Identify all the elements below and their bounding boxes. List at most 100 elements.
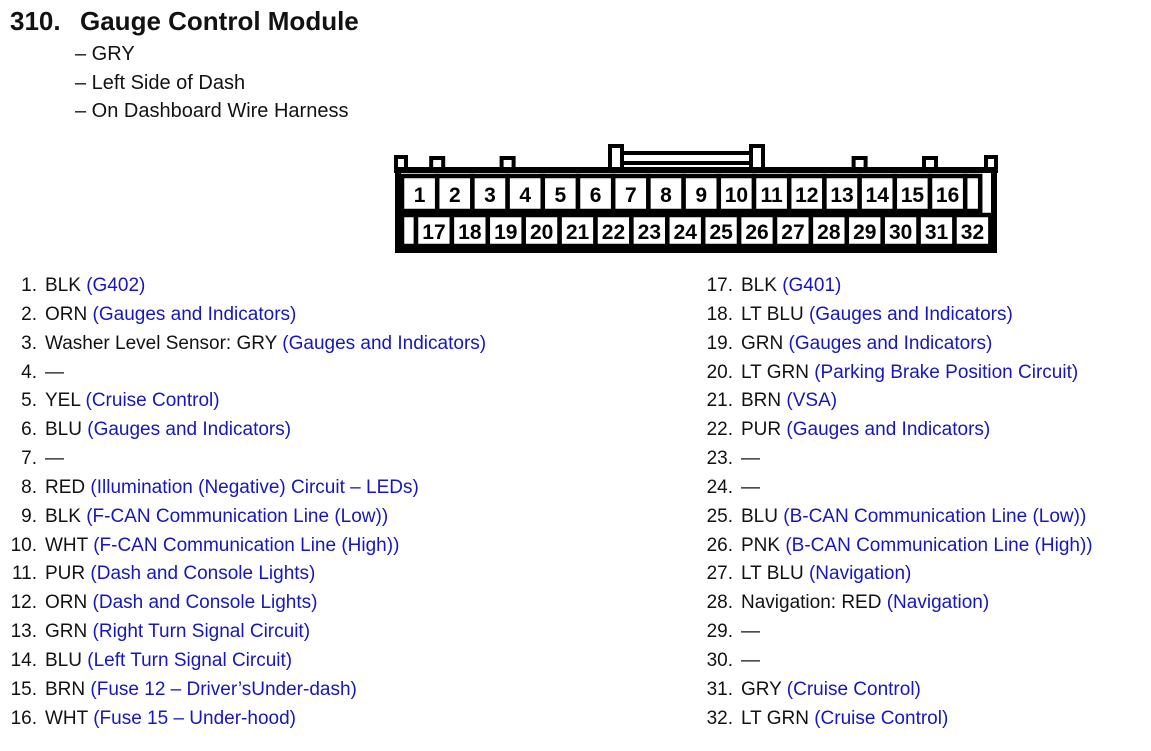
pin-circuit-link: (B-CAN Communication Line (High)): [785, 534, 1093, 556]
connector-latch-bar: [613, 151, 760, 165]
pin-circuit-link: (Fuse 15 – Under-hood): [93, 707, 296, 729]
pin-number: 7.: [21, 448, 37, 470]
pin-wire-label: BLK: [45, 505, 81, 527]
connector-cell-blank-top-right: [962, 173, 983, 214]
pin-row: 7. —: [10, 445, 660, 474]
pin-number: 25.: [706, 505, 733, 527]
pin-row: 2. ORN (Gauges and Indicators): [10, 301, 660, 330]
pin-number: 5.: [21, 390, 37, 412]
pin-circuit-link: (Navigation): [808, 563, 912, 585]
connector-pin-number: 14: [866, 184, 890, 207]
connector-pin-number: 26: [745, 221, 768, 244]
pin-list-right: 17.BLK (G401)18.LT BLU (Gauges and Indic…: [700, 272, 1145, 734]
pin-number: 31.: [706, 678, 733, 700]
connector-pin-number: 27: [781, 221, 804, 244]
pin-wire-label: —: [45, 448, 64, 470]
pin-wire-label: GRN: [741, 332, 784, 354]
connector-cell-pin-25: [700, 212, 742, 249]
connector-pin-number: 17: [422, 221, 445, 244]
connector-pin-number: 19: [494, 221, 517, 244]
pin-wire-label: LT GRN: [741, 361, 809, 383]
pin-row: 9.BLK (F-CAN Communication Line (Low)): [10, 503, 660, 532]
section-number: 310.: [10, 6, 61, 36]
pin-circuit-link: (Gauges and Indicators): [92, 303, 297, 325]
pin-row: 17. BLK (G401): [700, 272, 1145, 301]
pin-wire-label: PUR: [45, 563, 86, 585]
pin-number: 32.: [706, 707, 733, 729]
pin-number: 4.: [21, 361, 37, 383]
pin-number: 29.: [706, 621, 733, 643]
pin-wire-label: BLU: [45, 419, 82, 441]
connector-cell-pin-30: [880, 212, 921, 249]
pin-circuit-link: (F-CAN Communication Line (Low)): [86, 505, 389, 527]
pin-row: 5.YEL (Cruise Control): [10, 387, 660, 416]
pin-wire-label: —: [741, 621, 760, 643]
pin-wire-label: —: [741, 476, 760, 498]
pin-circuit-link: (Gauges and Indicators): [282, 332, 487, 354]
connector-pin-number: 31: [925, 221, 949, 244]
connector-pin-number: 12: [795, 184, 818, 207]
pin-number: 17.: [706, 275, 733, 296]
connector-pin-number: 22: [602, 221, 625, 244]
module-detail-line: – GRY: [75, 43, 135, 65]
connector-pin-number: 6: [590, 184, 602, 207]
connector-pin-number: 28: [817, 221, 841, 244]
connector-pin-number: 7: [625, 184, 637, 207]
connector-pin-number: 13: [830, 184, 853, 207]
pin-number: 2.: [21, 303, 37, 325]
pin-number: 20.: [706, 361, 733, 383]
pin-row: 3.Washer Level Sensor: GRY (Gauges and I…: [10, 330, 660, 359]
connector-pin-number: 9: [695, 184, 707, 207]
pin-wire-label: YEL: [45, 390, 81, 412]
connector-cell-pin-14: [857, 173, 898, 214]
module-details: – GRY– Left Side of Dash– On Dashboard W…: [75, 40, 348, 126]
pin-wire-label: BLU: [741, 505, 778, 527]
connector-pin-number: 15: [901, 184, 925, 207]
pin-row: 16.WHT (Fuse 15 – Under-hood): [10, 705, 660, 734]
pin-wire-label: GRN: [45, 621, 88, 643]
pin-row: 10.WHT (F-CAN Communication Line (High)): [10, 532, 660, 561]
pin-wire-label: LT BLU: [741, 563, 804, 585]
pin-row: 11.PUR (Dash and Console Lights): [10, 560, 660, 589]
connector-pin-number: 24: [674, 221, 698, 244]
pin-row: 13.GRN (Right Turn Signal Circuit): [10, 618, 660, 647]
pin-row: 30.—: [700, 647, 1145, 676]
pin-number: 30.: [706, 649, 733, 671]
pin-wire-label: RED: [45, 476, 86, 498]
pin-row: 6.BLU (Gauges and Indicators): [10, 416, 660, 445]
pin-wire-label: BLK: [741, 275, 777, 296]
pin-circuit-link: (Dash and Console Lights): [92, 592, 318, 614]
pin-circuit-link: (Navigation): [886, 592, 990, 614]
pin-circuit-link: (Right Turn Signal Circuit): [92, 621, 311, 643]
connector-pin-number: 20: [530, 221, 553, 244]
connector-cell-pin-1: [399, 173, 440, 214]
connector-pin-number: 8: [660, 184, 672, 207]
pin-list-left: 1.BLK (G402)2.ORN (Gauges and Indicators…: [10, 272, 660, 734]
pin-number: 21.: [706, 390, 733, 412]
connector-cell-pin-19: [485, 212, 526, 249]
connector-cell-pin-6: [575, 173, 616, 214]
pin-row: 26.PNK (B-CAN Communication Line (High)): [700, 532, 1145, 561]
pin-number: 28.: [706, 592, 733, 614]
page-title: Gauge Control Module: [80, 6, 359, 36]
connector-cell-pin-28: [808, 212, 850, 249]
pin-number: 27.: [706, 563, 733, 585]
pin-wire-label: BLU: [45, 649, 82, 671]
pin-row: 25.BLU (B-CAN Communication Line (Low)): [700, 503, 1145, 532]
connector-pin-number: 4: [519, 184, 531, 207]
pin-circuit-link: (Illumination (Negative) Circuit – LEDs): [90, 476, 419, 498]
pin-circuit-link: (Cruise Control): [814, 707, 949, 729]
pin-circuit-link: (G401): [782, 275, 842, 296]
pin-wire-label: —: [45, 361, 64, 383]
pin-wire-label: ORN: [45, 303, 88, 325]
connector-cell-pin-32: [952, 212, 993, 249]
pin-row: 12.ORN (Dash and Console Lights): [10, 589, 660, 618]
pin-circuit-link: (Fuse 12 – Driver’sUnder-dash): [90, 678, 357, 700]
pin-row: 22.PUR (Gauges and Indicators): [700, 416, 1145, 445]
pin-circuit-link: (VSA): [786, 390, 838, 412]
connector-pin-number: 11: [760, 184, 783, 207]
module-detail-line: – On Dashboard Wire Harness: [75, 100, 349, 122]
pin-row: 29. —: [700, 618, 1145, 647]
